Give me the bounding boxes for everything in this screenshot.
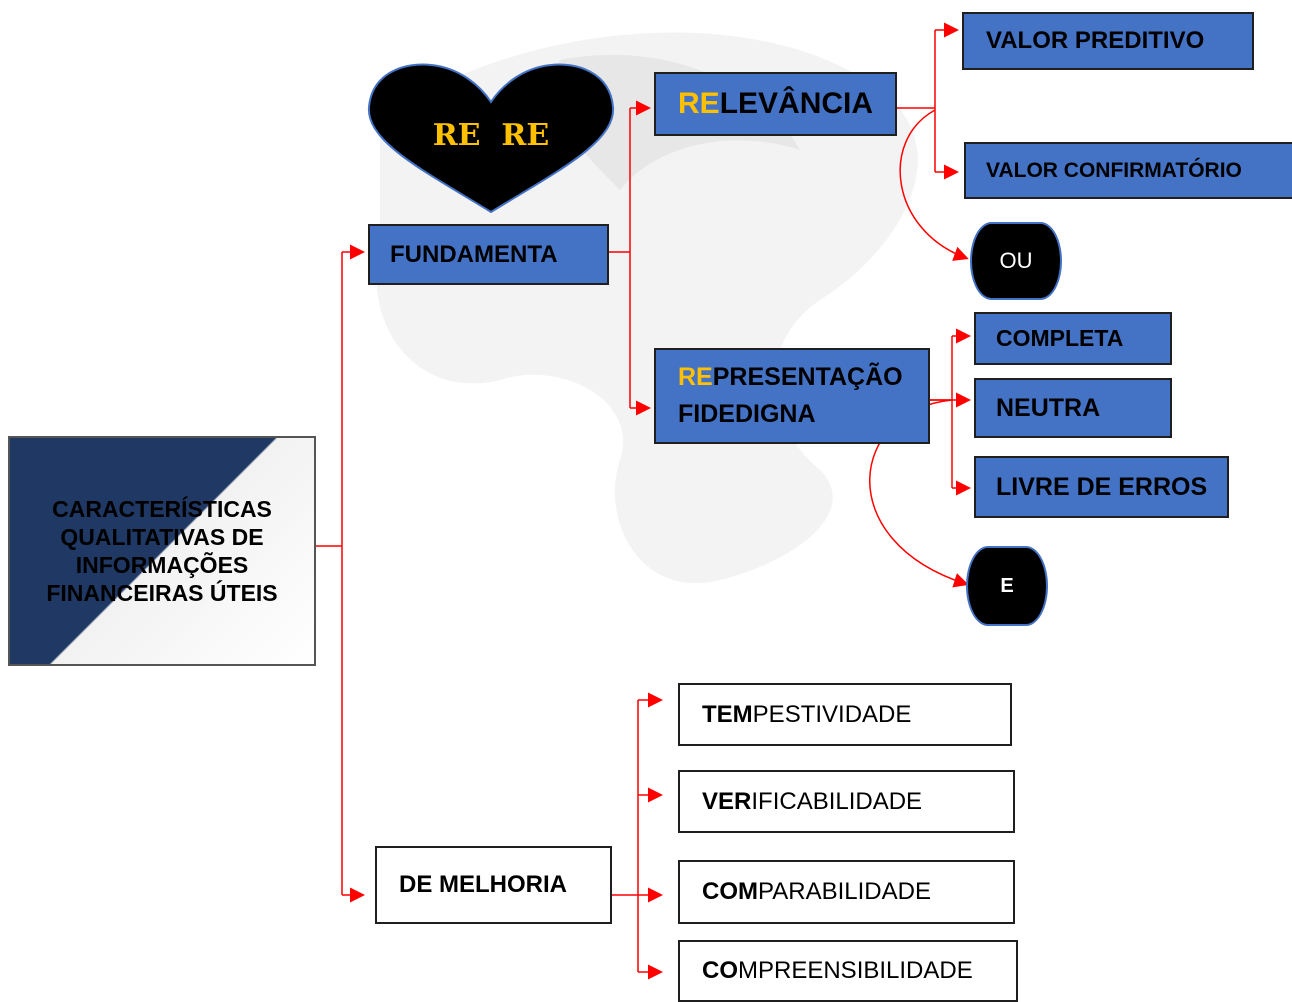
root-line-1: CARACTERÍSTICAS	[52, 496, 272, 522]
verificabilidade-rest: IFICABILIDADE	[751, 787, 923, 815]
fundamenta-box: FUNDAMENTA	[368, 224, 609, 285]
representacao-box: REPRESENTAÇÃO FIDEDIGNA	[654, 348, 930, 444]
neutra-box: NEUTRA	[974, 378, 1172, 438]
heart-shape	[367, 63, 615, 214]
relevancia-rest: LEVÂNCIA	[719, 87, 874, 120]
completa-box: COMPLETA	[974, 312, 1172, 365]
verificabilidade-bold: VER	[702, 787, 752, 815]
completa-label: COMPLETA	[996, 325, 1124, 351]
compreensibilidade-bold: CO	[702, 957, 738, 984]
representacao-prefix: RE	[678, 363, 713, 391]
e-label: E	[1000, 574, 1014, 597]
de-melhoria-label: DE MELHORIA	[399, 871, 567, 898]
fundamenta-label: FUNDAMENTA	[390, 240, 558, 268]
root-line-3: INFORMAÇÕES	[75, 552, 249, 578]
representacao-rest: PRESENTAÇÃO	[712, 363, 903, 391]
representacao-line2: FIDEDIGNA	[678, 400, 816, 428]
root-line-4: FINANCEIRAS ÚTEIS	[46, 580, 278, 606]
valor-confirmatorio-label: VALOR CONFIRMATÓRIO	[986, 158, 1242, 182]
relevancia-prefix: RE	[678, 87, 720, 120]
ou-badge: OU	[970, 222, 1062, 300]
valor-preditivo-box: VALOR PREDITIVO	[962, 12, 1254, 70]
ou-label: OU	[999, 248, 1033, 273]
e-badge: E	[966, 546, 1048, 626]
root-line-2: QUALITATIVAS DE	[60, 524, 264, 550]
tempestividade-rest: PESTIVIDADE	[752, 700, 912, 728]
comparabilidade-bold: COM	[702, 878, 758, 905]
livre-de-erros-label: LIVRE DE ERROS	[996, 472, 1208, 501]
comparabilidade-rest: PARABILIDADE	[758, 878, 931, 905]
valor-confirmatorio-box: VALOR CONFIRMATÓRIO	[964, 142, 1292, 199]
tempestividade-bold: TEM	[702, 700, 753, 728]
neutra-label: NEUTRA	[996, 393, 1101, 422]
root-box: CARACTERÍSTICAS QUALITATIVAS DE INFORMAÇ…	[8, 436, 316, 666]
heart-label: RE RE	[432, 118, 550, 153]
livre-de-erros-box: LIVRE DE ERROS	[974, 456, 1229, 518]
compreensibilidade-rest: MPREENSIBILIDADE	[738, 957, 973, 984]
valor-preditivo-label: VALOR PREDITIVO	[986, 27, 1205, 54]
de-melhoria-box: DE MELHORIA	[375, 846, 612, 924]
